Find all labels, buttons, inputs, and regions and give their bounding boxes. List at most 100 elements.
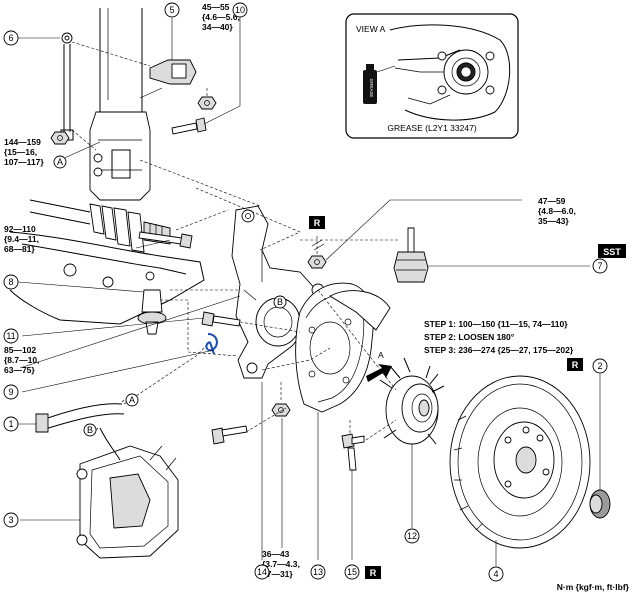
svg-text:{15—16,: {15—16, [4, 147, 37, 157]
strut-lower-nut [50, 131, 70, 145]
callout-1: 1 [3, 416, 19, 432]
callout-10: 10 [232, 2, 248, 18]
svg-text:11: 11 [6, 331, 15, 341]
svg-text:47—59: 47—59 [538, 196, 566, 206]
view-a-arrow-letter: A [378, 350, 384, 360]
tag-sst: SST [598, 244, 626, 258]
svg-text:4: 4 [493, 569, 498, 579]
callout-2: 2 [592, 358, 608, 374]
svg-text:5: 5 [169, 5, 174, 15]
view-a-hub-illustration [389, 24, 511, 121]
svg-text:63—75}: 63—75} [4, 365, 35, 375]
callout-6: 6 [3, 30, 19, 46]
svg-text:68—81}: 68—81} [4, 244, 35, 254]
callout-11: 11 [3, 328, 19, 344]
dust-shield [295, 282, 374, 413]
grease-can-icon: GREASE [363, 64, 396, 104]
stabilizer-nut [197, 88, 217, 110]
svg-text:35—43}: 35—43} [538, 216, 569, 226]
torque-36-43: 36—43 {3.7—4.3, 27—31} [262, 549, 300, 579]
letter-a-strut: A [53, 155, 67, 169]
callout-8: 8 [3, 274, 19, 290]
svg-text:6: 6 [8, 33, 13, 43]
svg-text:107—117}: 107—117} [4, 157, 44, 167]
letter-b-hose: B [83, 423, 97, 437]
svg-text:{9.4—11,: {9.4—11, [4, 234, 39, 244]
letter-a-hose: A [125, 393, 139, 407]
units-label: N·m {kgf·m, ft·lbf} [557, 582, 630, 592]
svg-text:36—43: 36—43 [262, 549, 290, 559]
ball-joint [17, 281, 167, 335]
torque-85-102: 85—102 {8.7—10, 63—75} [4, 345, 39, 375]
tag-r-lower: R [365, 566, 381, 579]
torque-45-55: 45—55 {4.6—5.6, 34—40} [202, 2, 240, 32]
callout-12: 12 [404, 528, 420, 544]
svg-text:8: 8 [8, 277, 13, 287]
hub-nut [589, 374, 611, 519]
svg-text:45—55: 45—55 [202, 2, 230, 12]
svg-text:B: B [87, 425, 93, 435]
svg-text:12: 12 [407, 531, 417, 541]
svg-text:3: 3 [8, 515, 13, 525]
svg-text:1: 1 [8, 419, 13, 429]
svg-text:144—159: 144—159 [4, 137, 41, 147]
svg-text:9: 9 [8, 387, 13, 397]
view-a-inset: VIEW A GREASE GREASE (L2Y1 33247) [345, 13, 519, 139]
stabilizer-link [18, 32, 74, 141]
svg-text:34—40}: 34—40} [202, 22, 233, 32]
torque-144-159: 144—159 {15—16, 107—117} [4, 137, 44, 167]
strut-bolt [171, 16, 241, 135]
tag-r-right: R [567, 358, 583, 371]
label-leaders [19, 141, 319, 560]
callout-14: 14 [254, 564, 270, 580]
wheel-hub [379, 357, 445, 528]
svg-text:{4.8—6.0,: {4.8—6.0, [538, 206, 576, 216]
callout-7: 7 [592, 258, 608, 274]
svg-text:SST: SST [603, 247, 621, 257]
knuckle-lower-bolt [201, 311, 241, 327]
abs-sensor [149, 18, 197, 85]
svg-text:R: R [572, 360, 579, 370]
callout-5: 5 [164, 2, 180, 18]
svg-text:A: A [129, 395, 135, 405]
callout-4: 4 [488, 566, 504, 582]
letter-b-knuckle: B [273, 295, 287, 309]
driveshaft [29, 199, 171, 253]
svg-text:27—31}: 27—31} [262, 569, 293, 579]
cotter-pin-icon [205, 333, 218, 355]
svg-text:{8.7—10,: {8.7—10, [4, 355, 39, 365]
svg-text:85—102: 85—102 [4, 345, 36, 355]
view-a-arrow: A [366, 350, 392, 382]
knuckle-lower-nut [271, 382, 291, 417]
lower-arm [9, 231, 205, 325]
brake-caliper [76, 445, 179, 559]
sst-tool [393, 227, 590, 283]
svg-text:15: 15 [347, 567, 357, 577]
callout-9: 9 [3, 384, 19, 400]
svg-text:A: A [57, 157, 63, 167]
strut-assembly [89, 8, 163, 201]
view-a-title: VIEW A [356, 24, 386, 34]
tag-r-upper: R [309, 216, 325, 251]
svg-text:{4.6—5.6,: {4.6—5.6, [202, 12, 240, 22]
grease-can-label: GREASE [369, 79, 374, 98]
svg-text:B: B [277, 297, 283, 307]
brake-disc [449, 375, 591, 566]
callout-3: 3 [3, 512, 19, 528]
svg-text:92—110: 92—110 [4, 224, 36, 234]
svg-text:10: 10 [235, 5, 245, 15]
grease-spec-label: GREASE (L2Y1 33247) [387, 123, 476, 133]
torque-92-110: 92—110 {9.4—11, 68—81} [4, 224, 39, 254]
svg-text:13: 13 [313, 567, 323, 577]
step-3: STEP 3: 236—274 {25—27, 175—202} [424, 345, 574, 355]
svg-text:R: R [370, 568, 377, 578]
step-1: STEP 1: 100—150 {11—15, 74—110} [424, 319, 568, 329]
step-2: STEP 2: LOOSEN 180° [424, 332, 515, 342]
svg-text:{3.7—4.3,: {3.7—4.3, [262, 559, 300, 569]
hub-nut-steps: STEP 1: 100—150 {11—15, 74—110} STEP 2: … [424, 319, 574, 355]
knuckle-upper-bolt [138, 231, 193, 249]
callout-13: 13 [310, 564, 326, 580]
callout-15: 15 [344, 564, 360, 580]
brake-hose [18, 403, 125, 461]
